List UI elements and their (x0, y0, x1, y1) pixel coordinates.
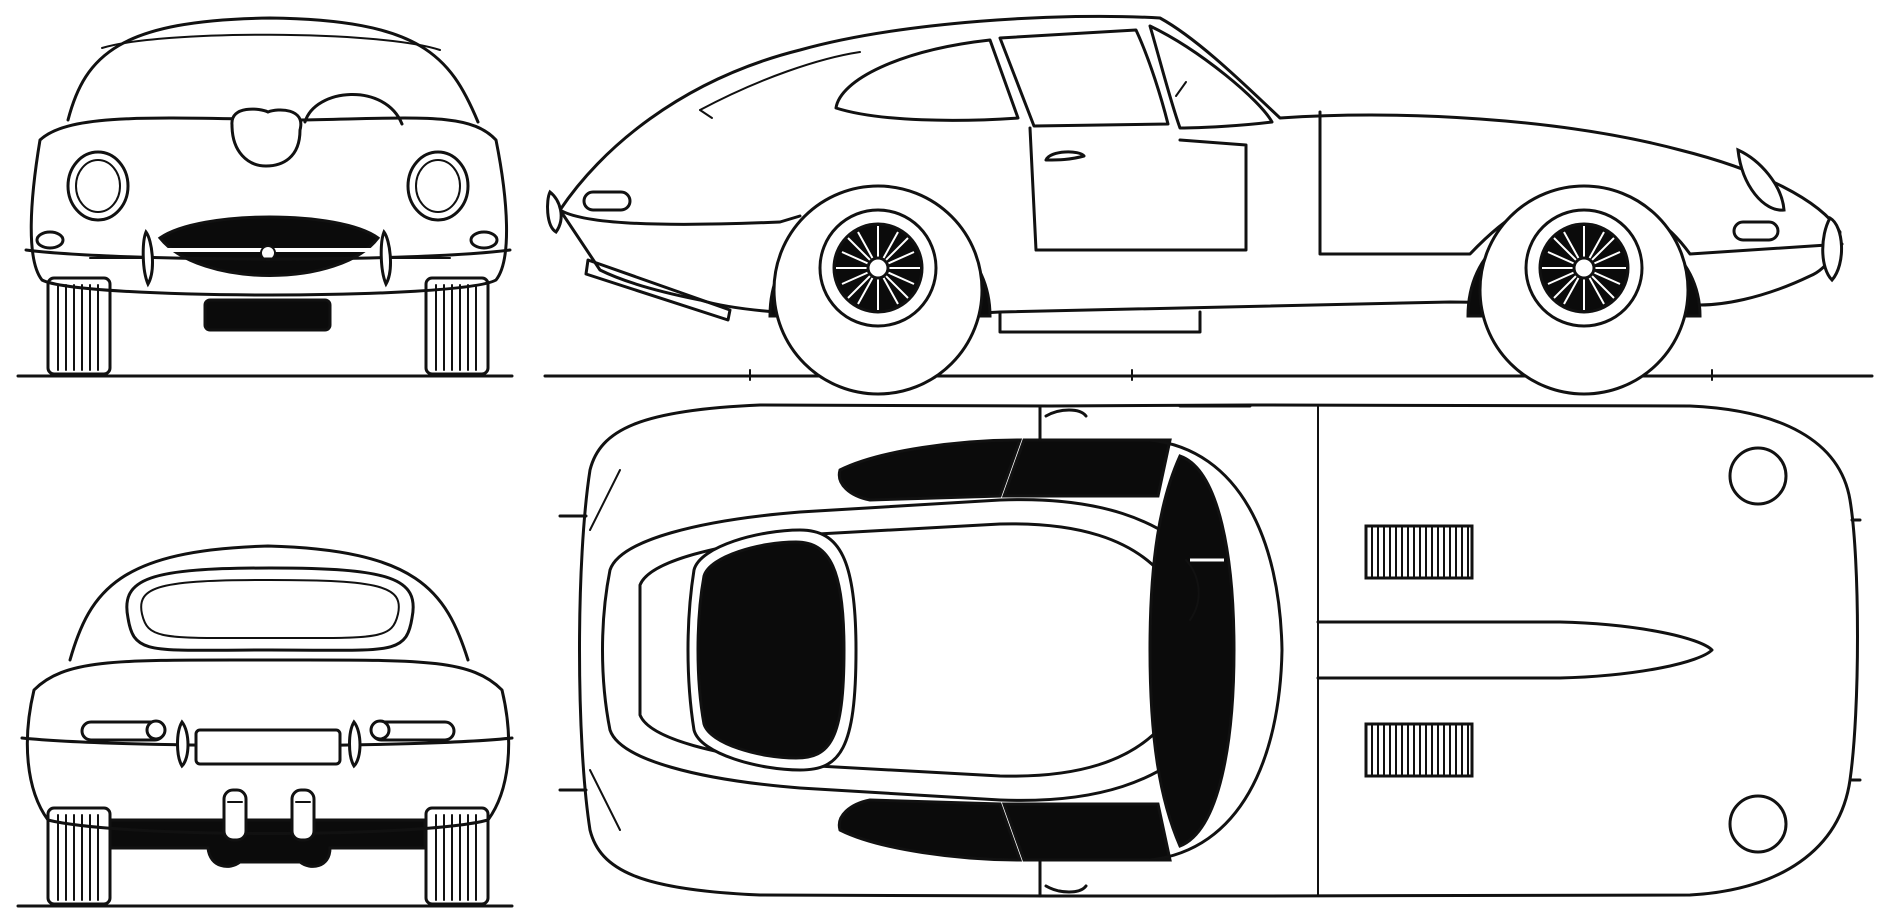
door-handle (1044, 150, 1086, 162)
side-rear-quarter-window (834, 38, 1020, 122)
headlight-side (1736, 147, 1786, 212)
top-roof (601, 498, 1202, 802)
steering-wheel (303, 93, 404, 126)
top-windscreen-frame (1148, 438, 1284, 862)
front-windscreen-top (101, 33, 441, 51)
rear-tyre-right (424, 806, 490, 906)
rear-tyre-left (46, 806, 112, 906)
overrider-right (379, 228, 392, 288)
top-side-window-front-left (1001, 438, 1172, 498)
front-roof (66, 16, 480, 124)
top-headlight-left (1728, 446, 1788, 506)
side-lamp-left (35, 230, 65, 250)
top-door-handle-left (1044, 408, 1088, 418)
sill (998, 310, 1202, 334)
front-wheel-spinner (1572, 256, 1596, 280)
front-overrider-side (546, 189, 563, 235)
front-overrider-right-side (1821, 215, 1844, 283)
top-side-window-rear-right (837, 798, 1023, 862)
front-view (16, 16, 514, 378)
rear-wheel (772, 184, 984, 396)
overrider-left (141, 228, 154, 288)
front-undertray (203, 298, 332, 332)
bonnet-louvres-upper (1364, 524, 1474, 580)
top-side-window-rear-left (837, 438, 1023, 502)
rear-undertray (108, 818, 427, 868)
front-wheel (1478, 184, 1690, 396)
top-view (558, 403, 1862, 898)
bonnet-louvres-lower (1364, 722, 1474, 778)
side-front-bumper (558, 208, 802, 226)
side-door (1028, 126, 1248, 252)
windscreen-side (1148, 24, 1274, 130)
top-door-handle-right (1044, 884, 1088, 894)
rear-body (25, 658, 511, 835)
exhaust-right (290, 788, 316, 842)
rear-overrider-right (348, 719, 362, 769)
rear-window-frame (125, 566, 415, 652)
top-windscreen (1148, 454, 1236, 848)
front-valance (584, 258, 732, 322)
headlight-left (66, 150, 130, 222)
exhaust-left (222, 788, 248, 842)
front-tyre-left (46, 276, 112, 376)
side-view (543, 14, 1874, 396)
rear-window-glass (140, 579, 400, 640)
front-tyre-right (424, 276, 490, 376)
top-rear-window (696, 540, 846, 760)
rear-overrider-left (176, 719, 190, 769)
rear-roof (68, 544, 470, 662)
bonnet-bulge (230, 107, 303, 168)
top-rear-bumper (558, 514, 588, 792)
top-headlight-right (1728, 794, 1788, 854)
headlight-right (406, 150, 470, 222)
bonnet-power-bulge (1316, 620, 1714, 680)
wiper (1175, 81, 1187, 97)
rear-wheel-spinner (866, 256, 890, 280)
number-plate-recess (194, 728, 342, 766)
top-side-window-front-right (1001, 802, 1172, 862)
side-rear-lamp (1732, 220, 1780, 242)
front-bumper (24, 248, 512, 261)
side-lamp-right (469, 230, 499, 250)
side-door-window (998, 28, 1170, 128)
side-front-lamp (582, 190, 632, 212)
front-body (29, 116, 509, 297)
top-body-outline (578, 403, 1859, 898)
top-door-cuts (1038, 404, 1252, 898)
rear-view (16, 544, 514, 908)
rear-hatch-line (699, 51, 861, 111)
